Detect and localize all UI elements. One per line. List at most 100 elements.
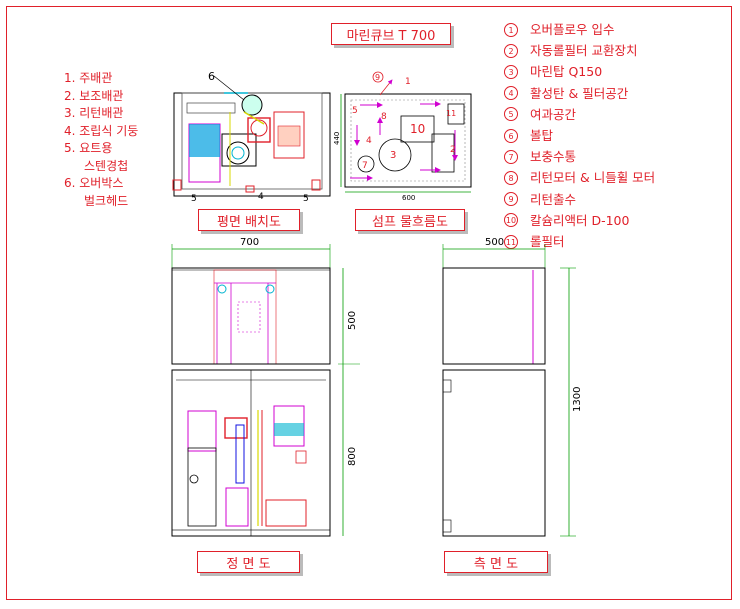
side-hinge [442, 379, 452, 393]
component-label: 칼슘리액터 D-100 [530, 212, 630, 228]
plan-callout-label: 6 [208, 70, 215, 83]
sump-reactor-zone [400, 115, 435, 143]
plan-view-title: 평면 배치도 [198, 209, 300, 231]
side-hinge [442, 519, 452, 533]
drawing-title-text: 마린큐브 T 700 [346, 28, 436, 44]
plan-pipe-yellow [243, 111, 265, 125]
plan-post-label: 4 [258, 192, 264, 202]
sump-label: 3 [390, 150, 396, 161]
component-label: 활성탄 & 필터공간 [530, 85, 629, 101]
overflow-box [213, 269, 277, 365]
legend-text: 3. 리턴배관 [64, 106, 124, 120]
drawing-title: 마린큐브 T 700 [331, 23, 451, 45]
front-view: 700 [171, 237, 360, 537]
sump-filter-zone [431, 133, 455, 173]
legend-item-post: 4. 조립식 기둥 [64, 123, 138, 141]
item-number-badge: 6 [504, 128, 518, 143]
item-number-badge: 3 [504, 65, 518, 79]
component-label: 리턴출수 [530, 191, 577, 207]
sump-return-marker [372, 71, 384, 83]
front-reactor-media [274, 423, 304, 436]
legend-item-bulkhead-cont: 벌크헤드 [64, 193, 138, 211]
item-number-badge: 1 [504, 22, 518, 37]
view-title-text: 평면 배치도 [217, 214, 281, 230]
component-item: 11 롤필터 [504, 231, 655, 252]
sump-label: 5 [352, 106, 358, 116]
side-view-title: 측 면 도 [444, 551, 548, 573]
plan-post-label: 5 [303, 194, 309, 204]
side-cabinet [442, 369, 546, 537]
sump-view: 9 1 5 8 10 11 4 3 7 2 440 600 [333, 71, 472, 202]
item-number-badge: 4 [504, 86, 518, 101]
front-ball-tap [189, 474, 199, 484]
plan-return-pump [247, 117, 271, 143]
piping-legend: 1. 주배관 2. 보조배관 3. 리턴배관 4. 조립식 기둥 5. 요트용 … [64, 70, 138, 210]
sump-skimmer [378, 138, 412, 172]
legend-item-hinge-cont: 스텐경첩 [64, 158, 138, 176]
front-view-title: 정 면 도 [197, 551, 300, 573]
item-number-badge: 11 [504, 234, 518, 249]
component-label: 롤필터 [530, 234, 565, 250]
plan-skimmer-box [221, 133, 257, 167]
flow-arrow [379, 79, 393, 96]
legend-text: 5. 요트용 [64, 141, 113, 155]
overflow-slots [237, 301, 261, 333]
sump-roll-filter-zone [447, 103, 465, 125]
plan-hinge-right [311, 179, 321, 191]
component-item: 9 리턴출수 [504, 189, 655, 210]
sump-label: 1 [405, 77, 411, 87]
plan-inner-outline [181, 92, 323, 190]
item-number-badge: 10 [504, 213, 518, 228]
plan-reactor-body [277, 125, 301, 147]
front-valve [295, 450, 307, 464]
front-pipe-blue [235, 424, 245, 484]
front-reservoir [187, 447, 217, 527]
legend-item-main-pipe: 1. 주배관 [64, 70, 138, 88]
side-tank [442, 267, 546, 365]
front-width-dimension: 700 [240, 237, 259, 248]
item-number-badge: 5 [504, 107, 518, 122]
sump-label: 10 [410, 122, 425, 136]
side-width-dimension: 500 [485, 237, 504, 248]
view-title-text: 섬프 물흐름도 [372, 214, 448, 230]
component-item: 5 여과공간 [504, 104, 655, 125]
plan-bulkhead [241, 94, 263, 116]
legend-text: 6. 오버박스 [64, 176, 124, 190]
component-item: 7 보충수통 [504, 146, 655, 167]
component-item: 4 활성탄 & 필터공간 [504, 83, 655, 104]
return-nozzle [217, 284, 227, 294]
side-view: 500 1300 [442, 237, 583, 537]
component-label: 리턴모터 & 니들휠 모터 [530, 170, 656, 186]
sump-label: 9 [375, 73, 380, 82]
plan-view: 6 5 4 5 [172, 70, 331, 204]
legend-item-aux-pipe: 2. 보조배관 [64, 88, 138, 106]
sump-label: 7 [362, 161, 368, 171]
sump-label: 11 [446, 109, 456, 118]
front-filter-chamber [265, 499, 307, 527]
component-item: 10 칼슘리액터 D-100 [504, 210, 655, 231]
front-lower-dimension: 800 [347, 447, 358, 466]
sump-view-title: 섬프 물흐름도 [355, 209, 465, 231]
side-height-dimension: 1300 [572, 387, 583, 412]
view-title-text: 정 면 도 [226, 556, 271, 572]
legend-text: 벌크헤드 [84, 193, 129, 208]
item-number-badge: 9 [504, 192, 518, 207]
component-label: 여과공간 [530, 106, 577, 122]
item-number-badge: 7 [504, 149, 518, 164]
legend-item-return-pipe: 3. 리턴배관 [64, 105, 138, 123]
sump-outline [344, 93, 472, 188]
sump-reservoir [357, 155, 375, 173]
view-title-text: 측 면 도 [473, 556, 519, 572]
component-label: 보충수통 [530, 149, 577, 165]
front-skimmer [225, 487, 249, 527]
plan-post-label: 5 [191, 194, 197, 204]
plan-overflow-box [186, 102, 236, 114]
